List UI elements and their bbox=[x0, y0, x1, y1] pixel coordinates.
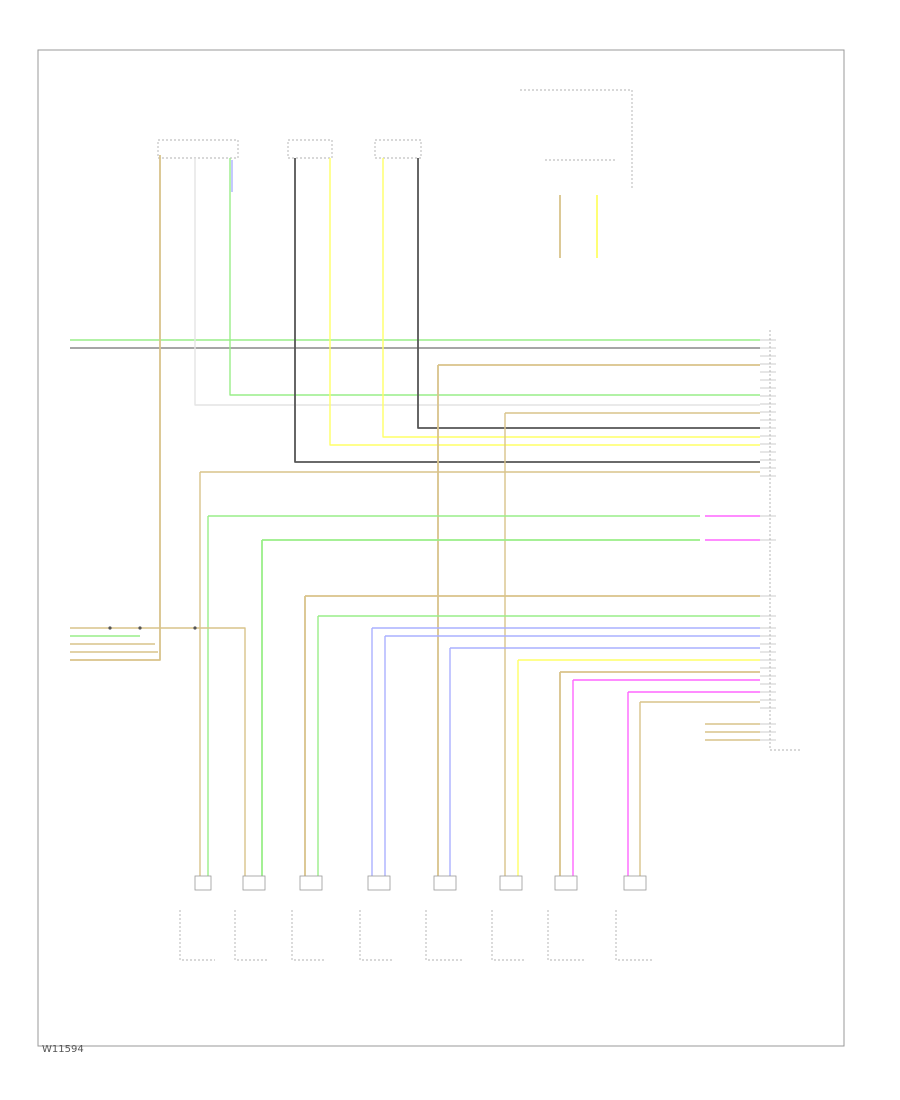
splice-dot bbox=[193, 626, 197, 630]
connector bbox=[433, 875, 457, 891]
sensor-box bbox=[491, 910, 526, 961]
splices bbox=[108, 626, 197, 630]
sensor-box bbox=[291, 910, 326, 961]
wire-yellow-sensor-6 bbox=[517, 659, 760, 880]
wire-tan-left-vertical bbox=[70, 155, 161, 661]
wire-tan-sensor-3 bbox=[304, 595, 760, 880]
wire-blue-sensor-5 bbox=[449, 647, 760, 880]
connector bbox=[367, 875, 391, 891]
sensor-box bbox=[234, 910, 268, 961]
bottom-connectors bbox=[194, 875, 647, 891]
wire-tan-sensor-8b bbox=[639, 701, 760, 880]
connector bbox=[299, 875, 323, 891]
sensor-box bbox=[547, 910, 584, 961]
component-box-4 bbox=[520, 89, 633, 190]
sensor-box bbox=[179, 910, 215, 961]
wire-green-left bbox=[229, 158, 760, 396]
wire-tan-left-bus bbox=[70, 627, 246, 880]
wire-pink-sensor-7b bbox=[572, 679, 760, 880]
sensor-box bbox=[425, 910, 462, 961]
wire-pink-sensor-8a bbox=[627, 691, 760, 880]
wire-green-sensor-3 bbox=[317, 615, 760, 880]
connector bbox=[242, 875, 266, 891]
splice-dot bbox=[138, 626, 142, 630]
component-box-3 bbox=[374, 139, 422, 159]
diagram-frame bbox=[37, 49, 845, 1047]
sensor-box bbox=[615, 910, 652, 961]
control-module-outline bbox=[769, 330, 800, 751]
connector bbox=[194, 875, 212, 891]
bottom-components bbox=[179, 910, 652, 961]
connector bbox=[554, 875, 578, 891]
connector bbox=[499, 875, 523, 891]
wire-white-left bbox=[194, 158, 760, 406]
sensor-box bbox=[359, 910, 394, 961]
drawing-code: W11594 bbox=[42, 1044, 84, 1055]
wire-darkgray-right bbox=[417, 158, 760, 429]
wire-darkgray-mid bbox=[294, 158, 760, 463]
module-pins bbox=[760, 339, 776, 741]
splice-dot bbox=[108, 626, 112, 630]
wire-blue-sensor-4a bbox=[371, 627, 760, 880]
wire-tan-sensor-7a bbox=[559, 671, 760, 880]
component-box-1 bbox=[157, 139, 239, 159]
top-components bbox=[157, 89, 633, 190]
wire-tan-lower bbox=[199, 471, 760, 880]
wire-yellow-right bbox=[382, 158, 760, 438]
wire-blue-sensor-4b bbox=[384, 635, 760, 880]
wire-green-sensor-2 bbox=[261, 539, 700, 880]
wire-tan-mid bbox=[504, 412, 760, 880]
wire-yellow-mid bbox=[329, 158, 760, 446]
wire-tan-upper bbox=[437, 364, 760, 880]
connector bbox=[623, 875, 647, 891]
wire-green-sensor-1 bbox=[207, 515, 700, 880]
component-box-2 bbox=[287, 139, 333, 159]
wires bbox=[70, 155, 760, 880]
